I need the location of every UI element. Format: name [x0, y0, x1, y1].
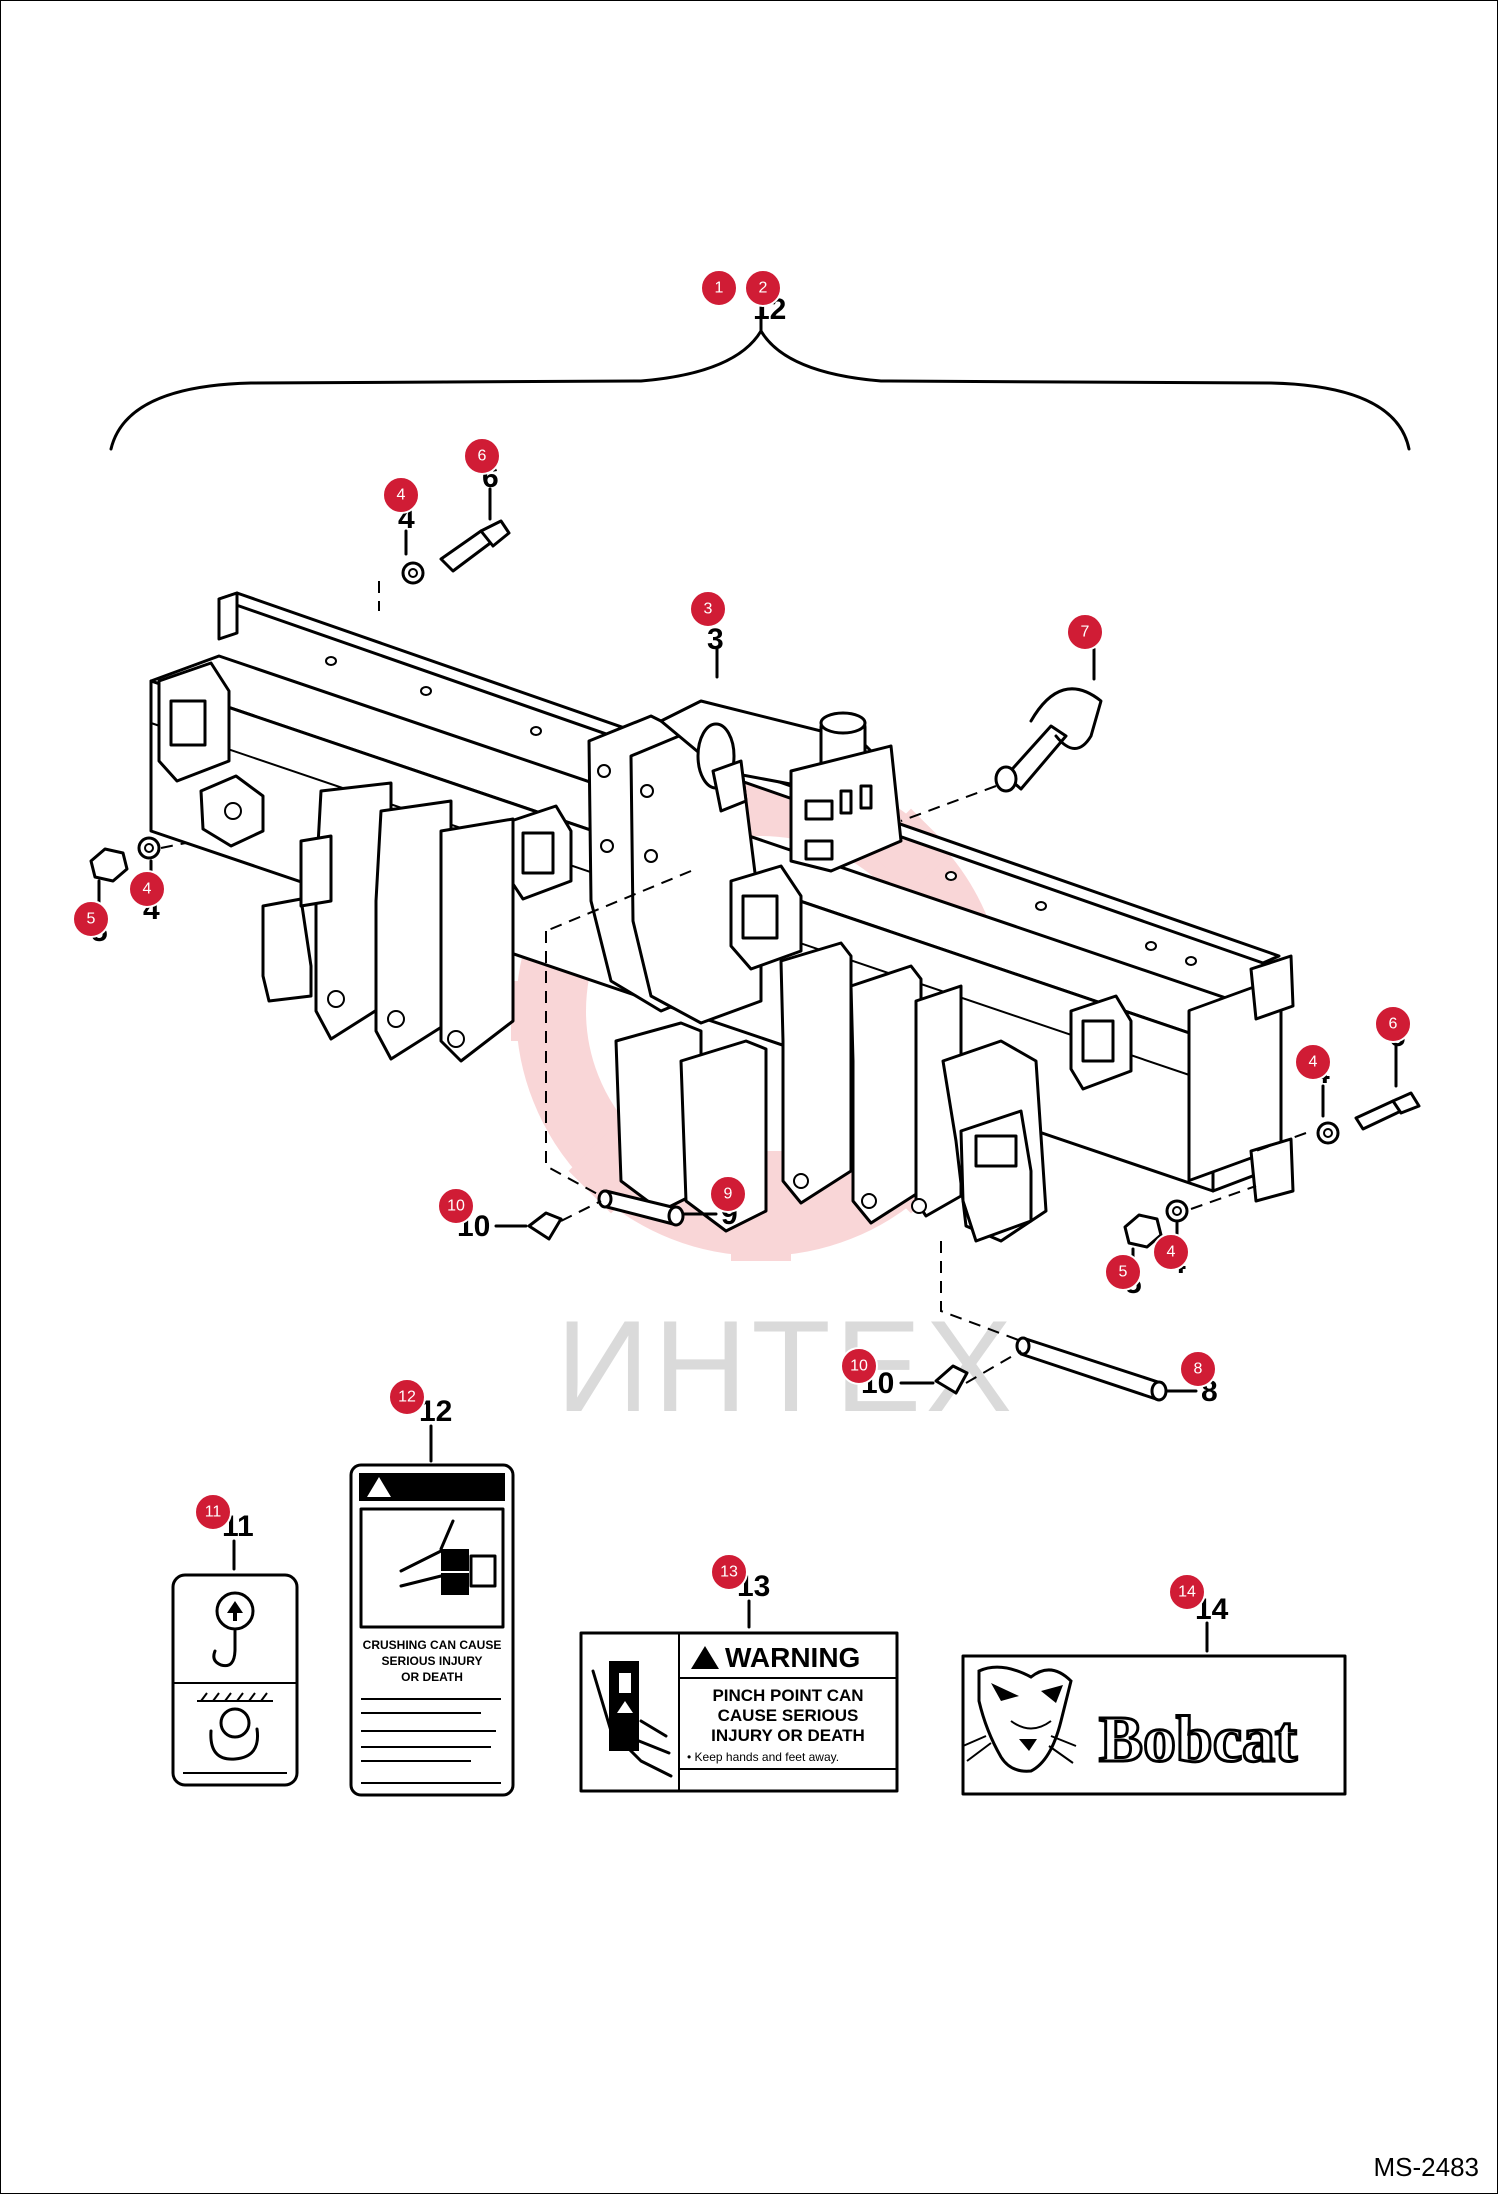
callout-10-right: 10	[840, 1347, 878, 1385]
callout-4-right-lower: 4	[1152, 1233, 1190, 1271]
svg-text:8: 8	[1194, 1361, 1203, 1378]
callout-10-left: 10	[437, 1187, 475, 1225]
callout-3: 3	[689, 590, 727, 628]
decal-13-line-4: • Keep hands and feet away.	[687, 1750, 839, 1764]
svg-text:7: 7	[1081, 624, 1090, 641]
decal-12-line-2: SERIOUS INJURY	[382, 1654, 483, 1668]
svg-text:2: 2	[759, 280, 768, 297]
svg-text:5: 5	[87, 911, 96, 928]
left-mount-plates	[261, 781, 515, 1063]
svg-text:4: 4	[1309, 1054, 1318, 1071]
svg-text:10: 10	[850, 1358, 868, 1375]
callout-8: 8	[1179, 1350, 1217, 1388]
svg-text:1: 1	[715, 280, 724, 297]
svg-text:4: 4	[397, 487, 406, 504]
part-number-3: 3	[707, 623, 724, 656]
callout-5-right: 5	[1104, 1253, 1142, 1291]
svg-text:!: !	[703, 1659, 706, 1669]
callout-1: 1	[700, 269, 738, 307]
callout-6-right: 6	[1374, 1005, 1412, 1043]
decal-13-heading: WARNING	[725, 1642, 860, 1673]
callout-11: 11	[194, 1493, 232, 1531]
callout-13: 13	[710, 1553, 748, 1591]
decal-13-pinch-warning: 13 ! WARNING PINCH POINT CAN CAUSE SERIO…	[579, 1570, 899, 1793]
right-mount-plates	[614, 941, 1048, 1243]
callout-4-left: 4	[128, 870, 166, 908]
decal-12-line-3: OR DEATH	[401, 1670, 463, 1684]
callout-4-top: 4	[382, 476, 420, 514]
decal-14-bobcat: 14 Bobcat	[961, 1593, 1347, 1796]
callout-badges: 1 2 6 4 3 7 4 5 6 4 10 9 4 5 10 8 12 11 …	[72, 269, 1412, 1611]
svg-text:9: 9	[724, 1186, 733, 1203]
callout-9: 9	[709, 1175, 747, 1213]
svg-text:13: 13	[720, 1564, 738, 1581]
decal-11-lift-point: 11	[171, 1510, 299, 1787]
callout-5-left: 5	[72, 900, 110, 938]
callout-14: 14	[1168, 1573, 1206, 1611]
svg-text:6: 6	[1389, 1016, 1398, 1033]
svg-text:4: 4	[1167, 1244, 1176, 1261]
svg-text:5: 5	[1119, 1264, 1128, 1281]
decal-14-brand: Bobcat	[1099, 1703, 1297, 1776]
svg-text:3: 3	[704, 601, 713, 618]
decal-13-line-3: INJURY OR DEATH	[711, 1726, 865, 1745]
callout-7: 7	[1066, 613, 1104, 651]
svg-text:10: 10	[447, 1198, 465, 1215]
svg-text:11: 11	[205, 1504, 222, 1521]
svg-text:14: 14	[1178, 1584, 1196, 1601]
svg-text:6: 6	[478, 448, 487, 465]
decal-12-heading: WARNING	[395, 1478, 492, 1500]
callout-6-top: 6	[463, 437, 501, 475]
callout-12: 12	[388, 1378, 426, 1416]
assembly-brace	[109, 329, 1411, 451]
decal-12-crushing-warning: 12 WARNING CRUSHING CAN CAUSE SERIOUS IN…	[349, 1395, 515, 1797]
decal-13-line-2: CAUSE SERIOUS	[718, 1706, 859, 1725]
fasteners	[89, 519, 1421, 1402]
drawing-reference-number: MS-2483	[1373, 2152, 1480, 2182]
dashed-connection-lines	[160, 581, 1307, 1384]
decal-13-line-1: PINCH POINT CAN	[712, 1686, 863, 1705]
callout-2: 2	[744, 269, 782, 307]
watermark-text: ИНТЕХ	[556, 1293, 1016, 1439]
bobcat-head-logo	[962, 1665, 1077, 1773]
callout-4-right: 4	[1294, 1043, 1332, 1081]
decal-12-line-1: CRUSHING CAN CAUSE	[363, 1638, 502, 1652]
center-hitch	[587, 699, 903, 1025]
svg-text:12: 12	[398, 1389, 416, 1406]
svg-text:4: 4	[143, 881, 152, 898]
